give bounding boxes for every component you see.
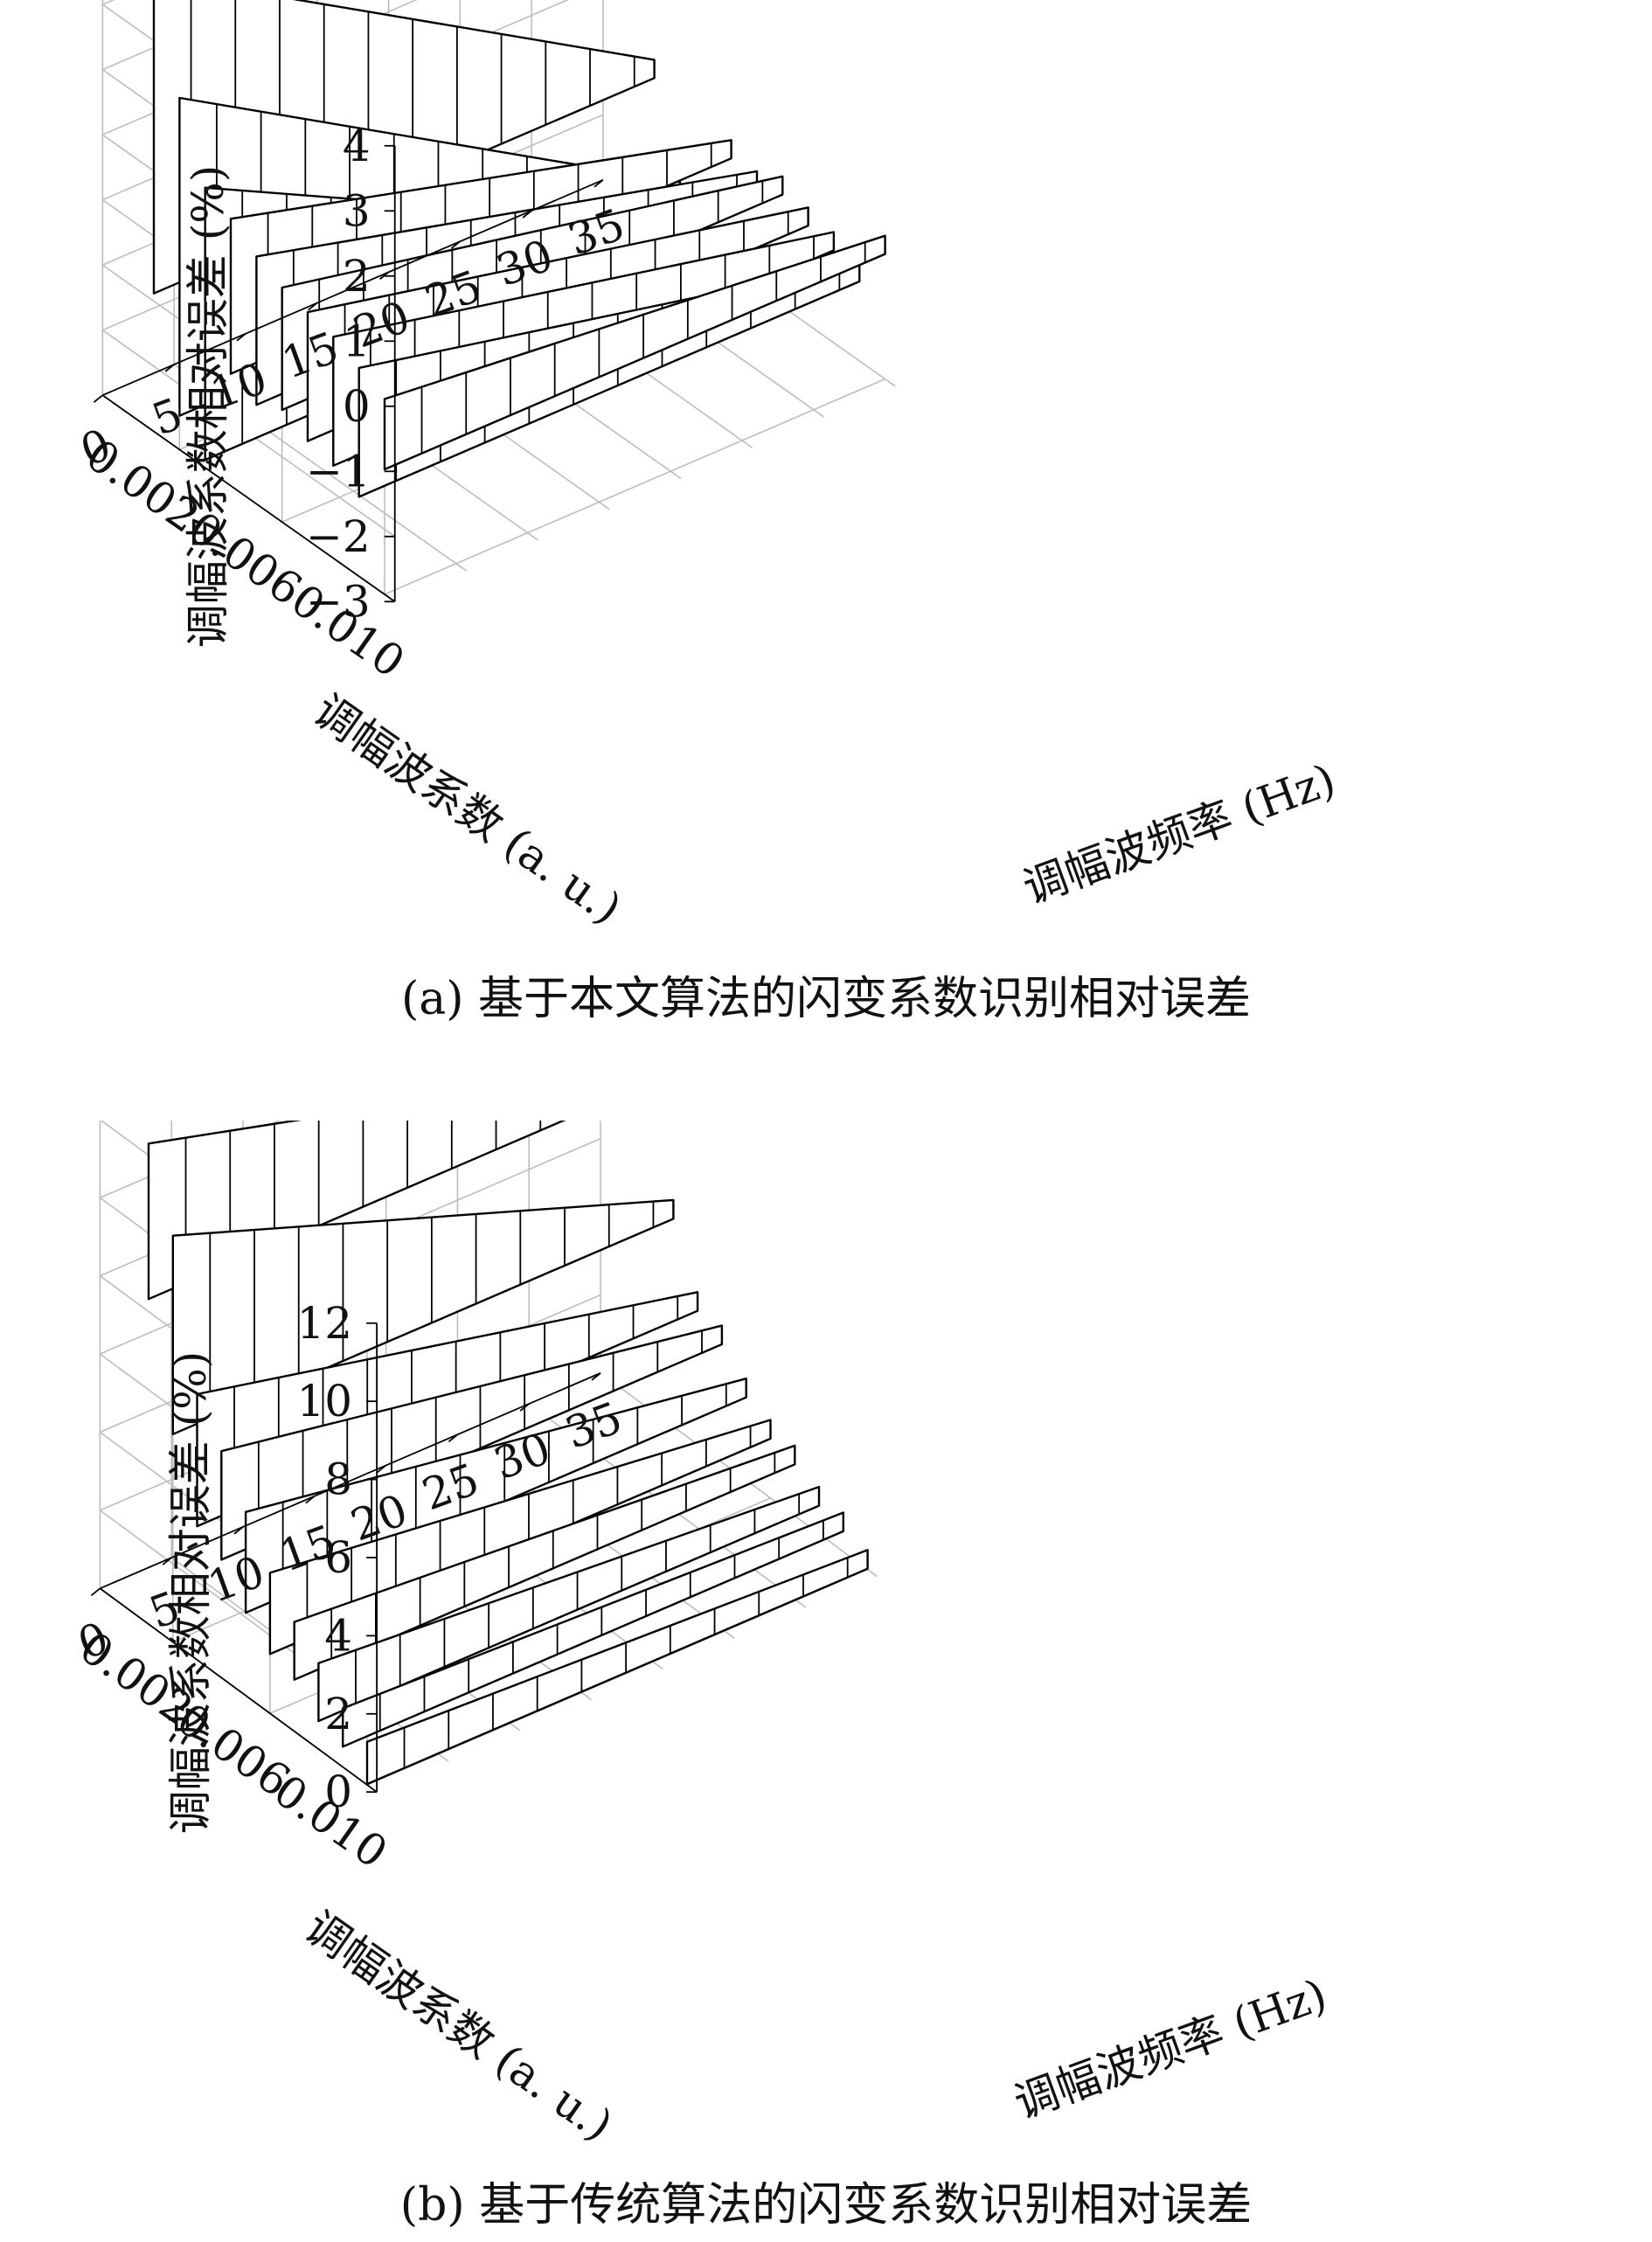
- x-axis-title: 调幅波频率 (Hz): [1017, 754, 1342, 914]
- x-tick: [591, 1372, 601, 1381]
- x-tick: [308, 302, 318, 311]
- x-tick: [305, 1495, 316, 1504]
- x-axis: [100, 1372, 601, 1590]
- z-tick-label: 0: [343, 381, 371, 432]
- x-tick: [90, 1587, 101, 1596]
- x-tick: [162, 1557, 172, 1565]
- z-axis-title: 调幅波系数相对误差 (%): [183, 165, 233, 648]
- x-tick: [164, 364, 175, 372]
- z-tick-label: −2: [306, 511, 371, 562]
- x-tick: [379, 271, 390, 281]
- figure-caption: (a) 基于本文算法的闪变系数识别相对误差: [401, 973, 1251, 1025]
- x-tick: [522, 210, 532, 219]
- z-tick-label: −1: [306, 446, 371, 496]
- x-axis-title: 调幅波频率 (Hz): [1008, 1969, 1333, 2129]
- x-axis: [102, 178, 604, 397]
- z-tick-label: 4: [343, 121, 371, 171]
- y-axis: [99, 1587, 378, 1793]
- z-tick-label: 2: [324, 1689, 352, 1739]
- y-axis-title: 调幅波系数 (a. u.): [304, 684, 630, 934]
- z-tick-label: 6: [324, 1532, 352, 1583]
- z-tick-label: 0: [324, 1767, 352, 1817]
- y-axis: [101, 394, 396, 603]
- z-tick-label: −3: [306, 576, 371, 627]
- x-tick: [236, 333, 246, 342]
- z-tick-label: 2: [343, 251, 371, 302]
- z-axis-title: 调幅波系数相对误差 (%): [165, 1351, 216, 1834]
- x-tick: [519, 1403, 530, 1412]
- z-tick-label: 10: [296, 1376, 352, 1426]
- grid-line: [384, 378, 885, 595]
- x-tick: [233, 1526, 244, 1535]
- z-tick-label: 4: [324, 1610, 352, 1661]
- figure-caption: (b) 基于传统算法的闪变系数识别相对误差: [400, 2179, 1252, 2232]
- x-tick: [93, 394, 103, 403]
- y-axis-title: 调幅波系数 (a. u.): [295, 1901, 621, 2150]
- x-tick: [377, 1464, 387, 1474]
- x-tick: [593, 179, 604, 188]
- z-tick-label: 12: [296, 1298, 352, 1349]
- z-tick-label: 1: [343, 316, 371, 366]
- z-tick-label: 3: [343, 185, 371, 236]
- z-tick-label: 8: [324, 1454, 352, 1505]
- x-tick: [448, 1433, 458, 1442]
- x-tick: [450, 240, 461, 249]
